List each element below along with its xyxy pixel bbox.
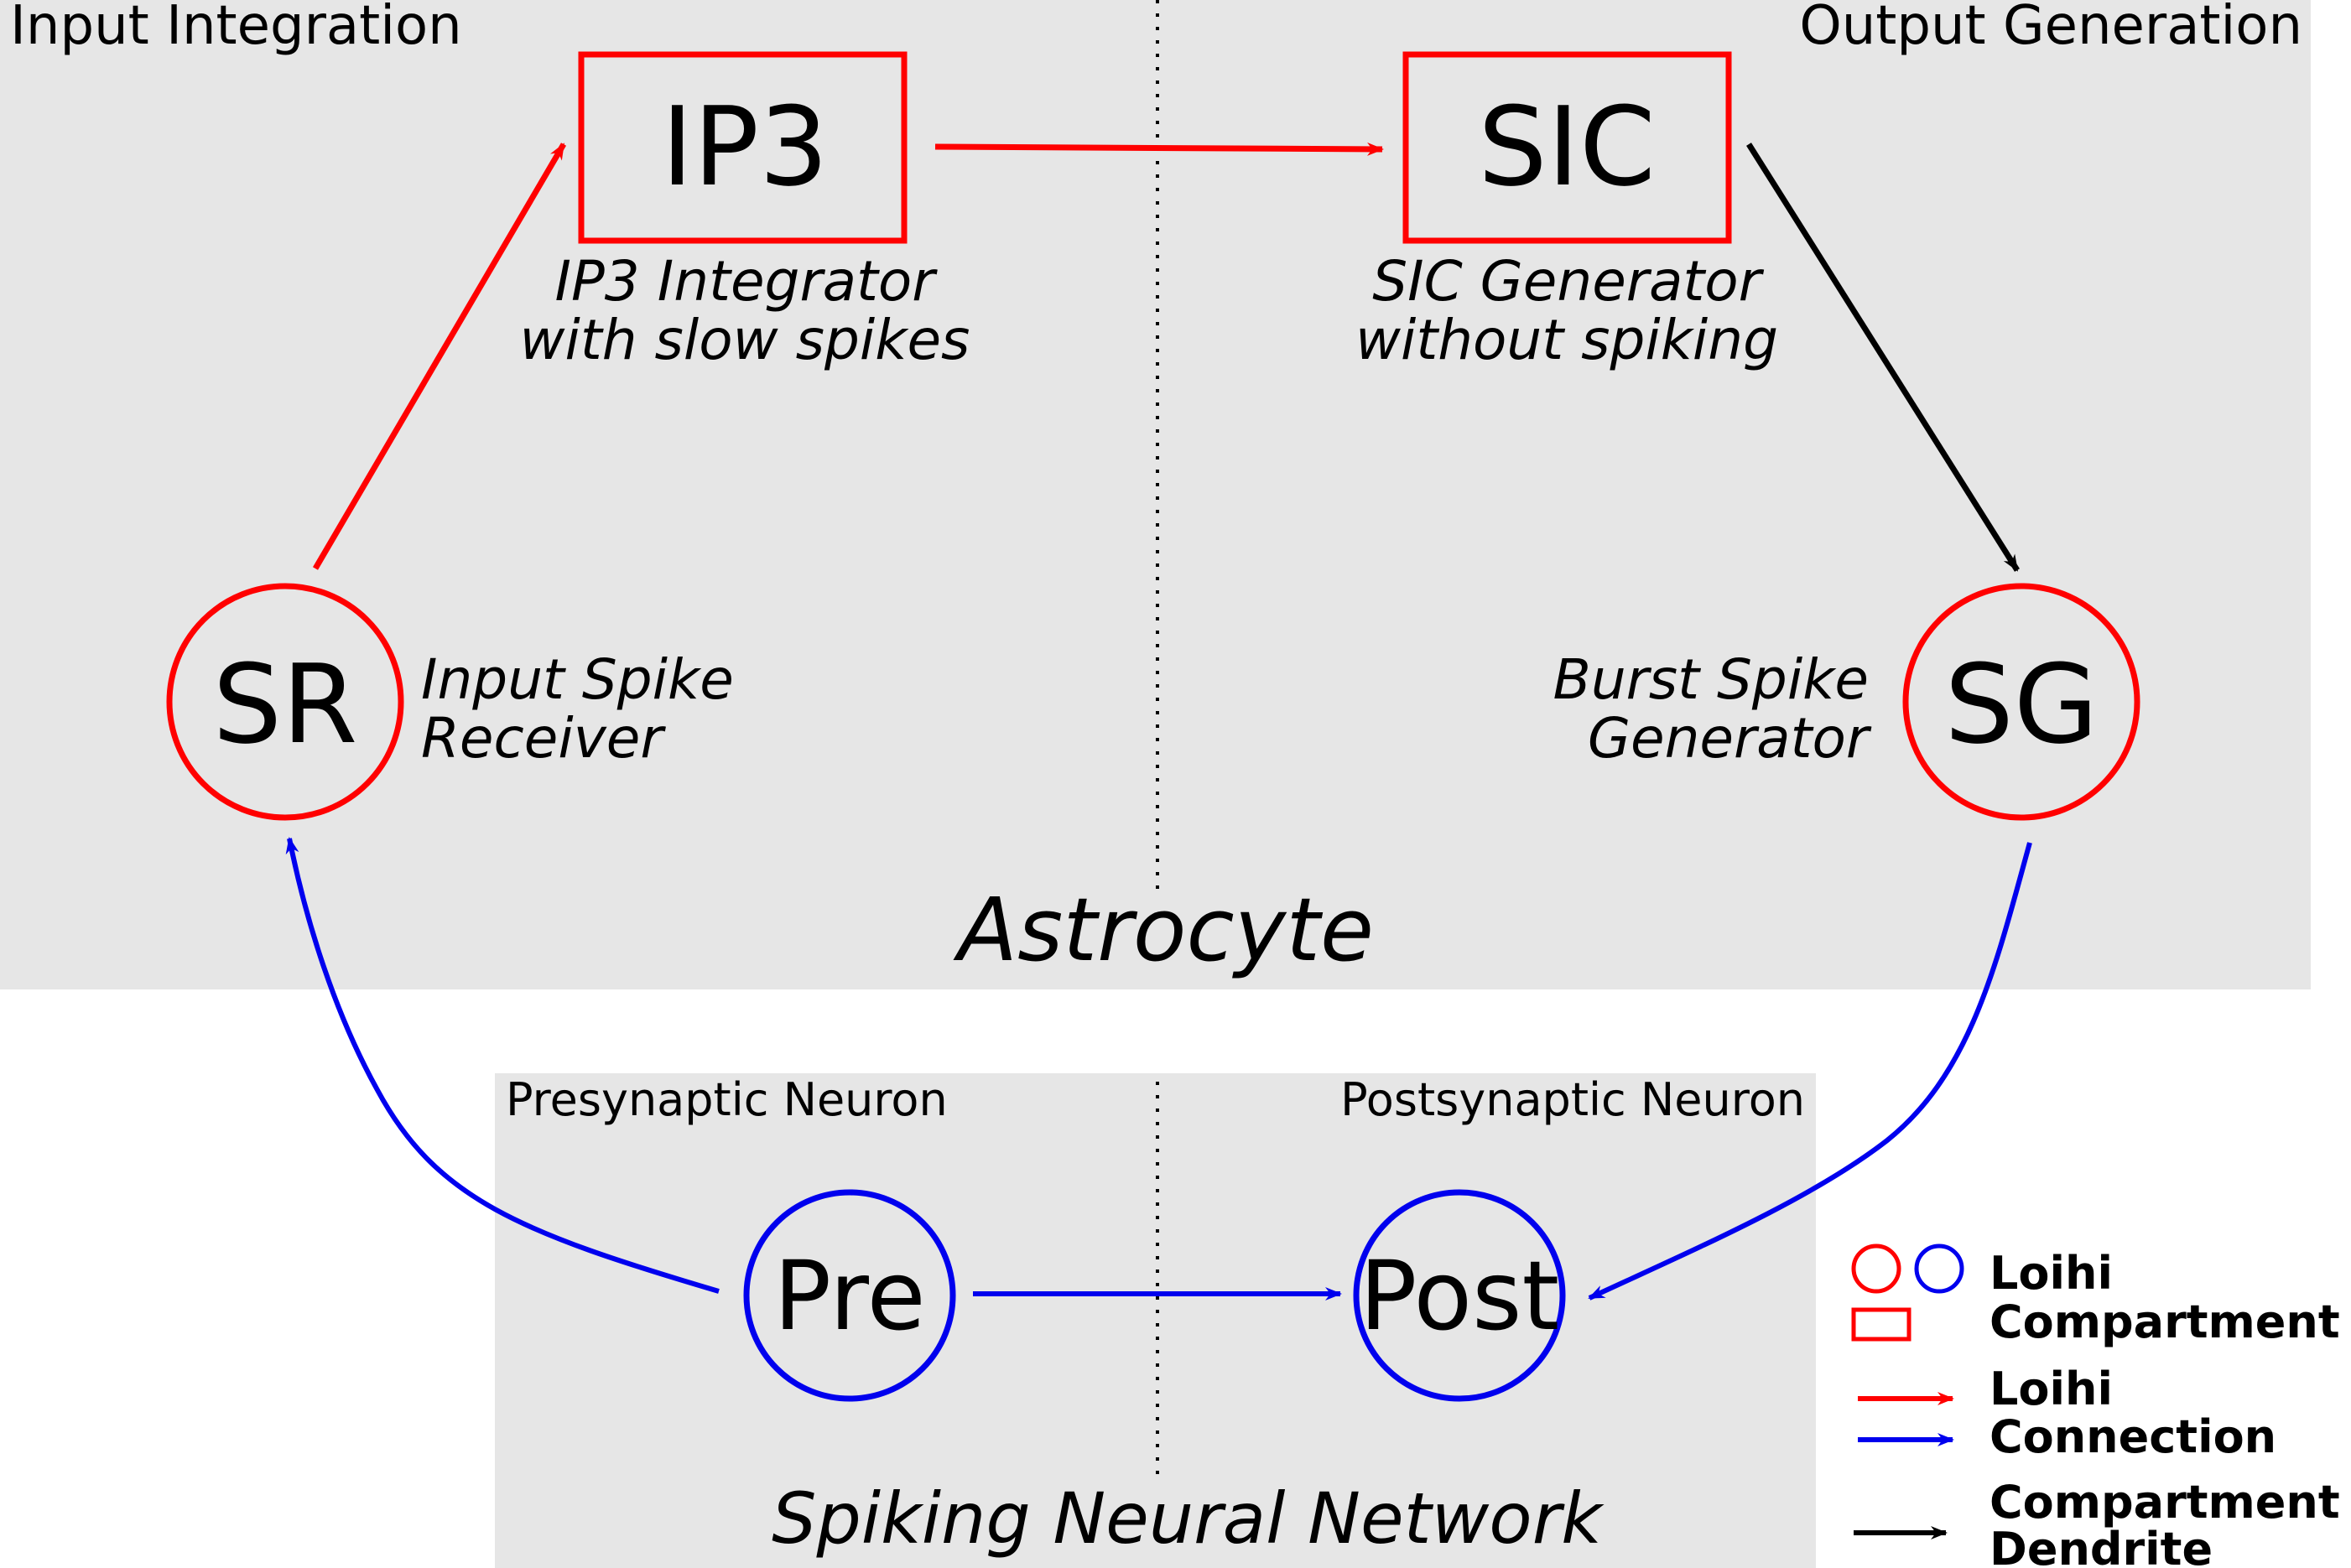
sg-caption-line2: Generator: [1588, 706, 1872, 771]
pre-neuron: [743, 1189, 956, 1402]
legend-blue-circle-icon: [1914, 1243, 1964, 1294]
snn-panel: [495, 1073, 1816, 1568]
astrocyte-title: Astrocyte: [953, 879, 1374, 981]
sic-label: SIC: [1478, 83, 1656, 210]
sr-label: SR: [213, 641, 358, 768]
astrocyte-panel: [0, 0, 2311, 989]
legend-dendrite-line2: Dendrite: [1990, 1523, 2213, 1568]
sr-to-ip3-connection: [312, 143, 567, 570]
ip3-caption-line1: IP3 Integrator: [555, 249, 939, 314]
pre-to-sr-connection: [285, 837, 720, 1294]
sr-caption-line1: Input Spike: [421, 647, 734, 712]
legend-compartment-line1: Loihi: [1990, 1247, 2113, 1300]
legend-red-square-icon: [1851, 1307, 1911, 1342]
sic-compartment: [1402, 51, 1732, 244]
post-label: Post: [1360, 1240, 1560, 1352]
pre-label: Pre: [773, 1240, 925, 1352]
ip3-label: IP3: [661, 83, 828, 210]
sg-compartment: [1902, 583, 2140, 821]
sg-to-post-connection: [1588, 842, 2032, 1301]
ip3-compartment: [578, 51, 908, 244]
postsynaptic-label: Postsynaptic Neuron: [1340, 1073, 1805, 1126]
legend-connection-line2: Connection: [1990, 1410, 2276, 1463]
ip3-caption-line2: with slow spikes: [520, 308, 970, 372]
legend-connection-line1: Loihi: [1990, 1363, 2113, 1415]
sic-to-sg-dendrite: [1746, 143, 2020, 572]
sr-caption-line2: Receiver: [421, 706, 666, 771]
legend-dendrite-line1: Compartment: [1990, 1476, 2340, 1529]
output-generation-label: Output Generation: [1799, 0, 2302, 57]
sg-caption-line1: Burst Spike: [1553, 647, 1869, 712]
sr-compartment: [166, 583, 404, 821]
sic-caption-line1: SIC Generator: [1372, 249, 1764, 314]
legend: Loihi Compartment Loihi Connection Compa…: [1851, 1243, 2340, 1568]
ip3-to-sic-connection: [934, 142, 1384, 156]
sg-label: SG: [1944, 641, 2098, 768]
post-neuron: [1353, 1189, 1566, 1402]
input-integration-label: Input Integration: [10, 0, 462, 57]
legend-compartment-line2: Compartment: [1990, 1295, 2340, 1348]
presynaptic-label: Presynaptic Neuron: [506, 1073, 948, 1126]
snn-title: Spiking Neural Network: [772, 1477, 1605, 1560]
legend-red-circle-icon: [1851, 1243, 1901, 1294]
sic-caption-line2: without spiking: [1355, 308, 1778, 372]
